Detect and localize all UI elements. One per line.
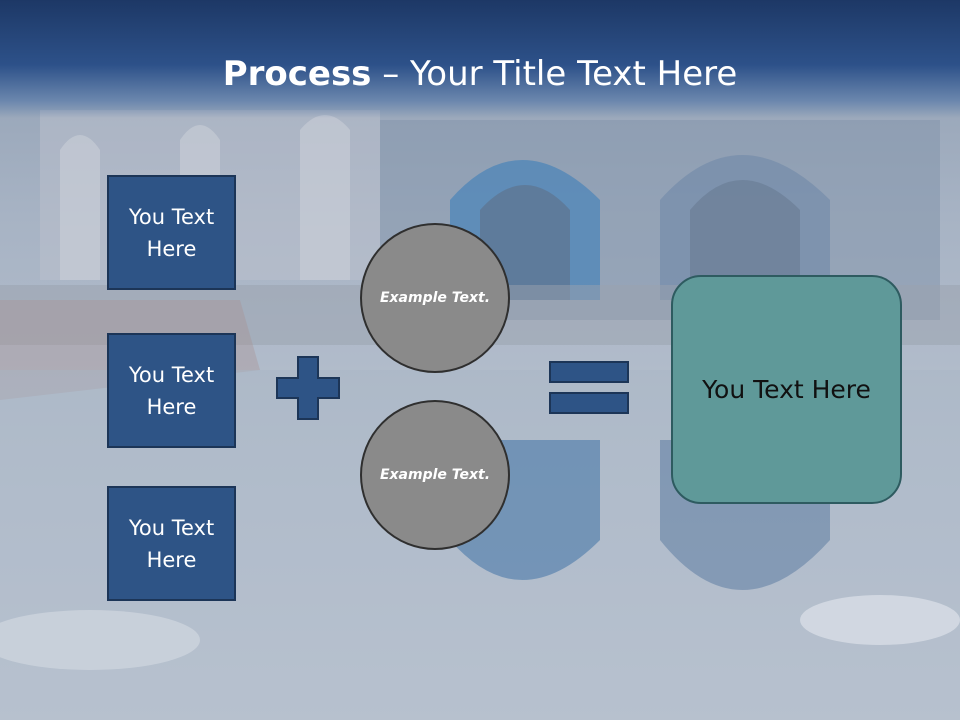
- text-box-1[interactable]: You Text Here: [107, 175, 236, 290]
- result-box[interactable]: You Text Here: [671, 275, 902, 504]
- slide-title: Process – Your Title Text Here: [0, 52, 960, 96]
- example-circle-1[interactable]: Example Text.: [360, 223, 510, 373]
- example-circle-2[interactable]: Example Text.: [360, 400, 510, 550]
- text-box-3[interactable]: You Text Here: [107, 486, 236, 601]
- title-bold: Process: [222, 54, 372, 94]
- equals-icon: [549, 361, 629, 414]
- title-rest: – Your Title Text Here: [371, 54, 738, 94]
- plus-icon: [276, 356, 340, 420]
- text-box-2[interactable]: You Text Here: [107, 333, 236, 448]
- title-bar: [0, 0, 960, 118]
